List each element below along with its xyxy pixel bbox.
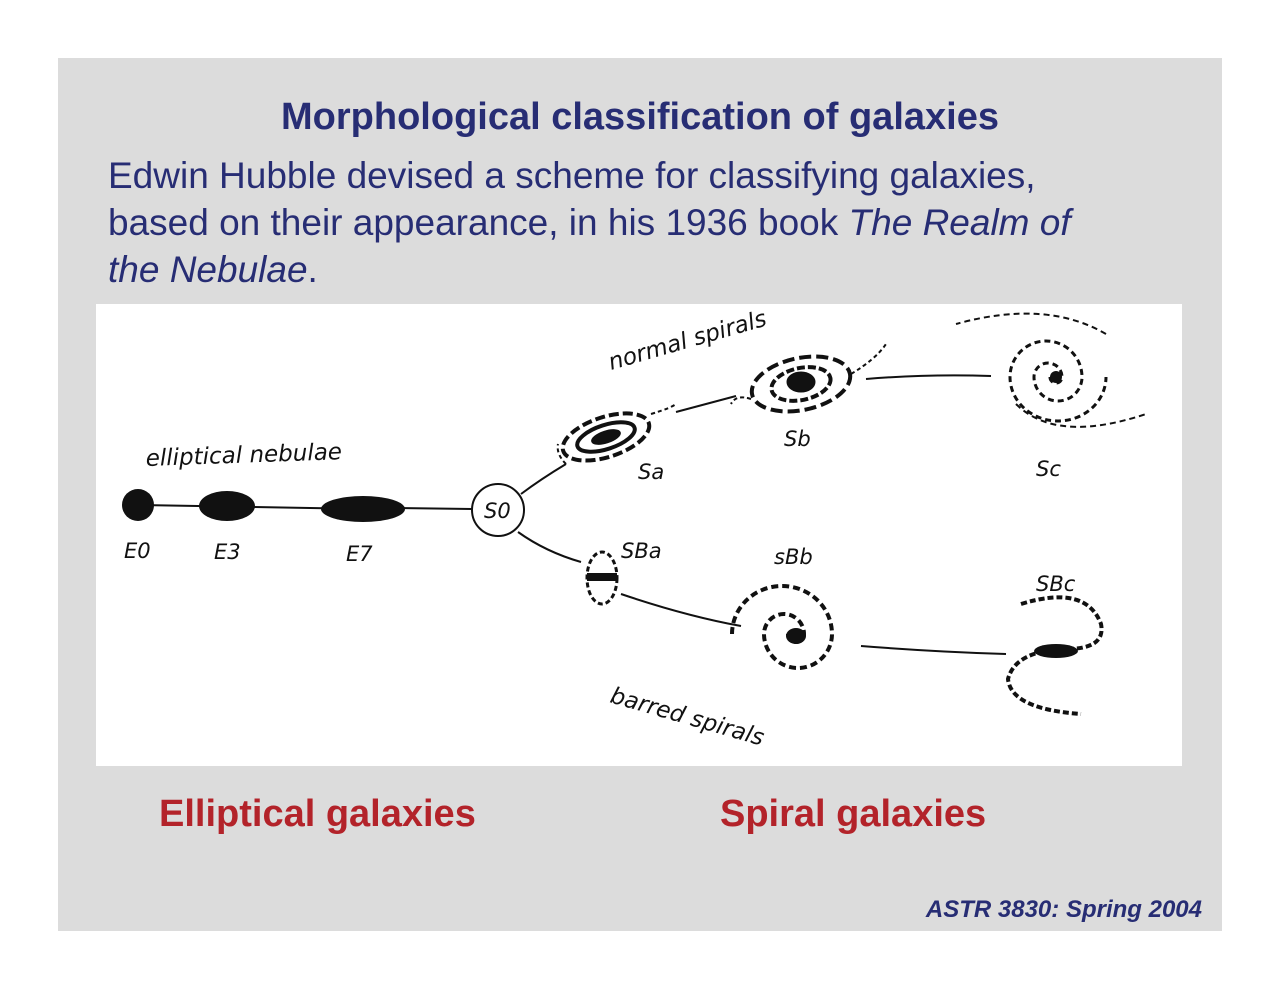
- sbc-label: SBc: [1036, 572, 1076, 596]
- s0-circle-icon: [471, 483, 525, 537]
- intro-period: .: [307, 249, 318, 290]
- sbb-galaxy-icon: [730, 584, 835, 670]
- e0-galaxy-icon: [122, 489, 154, 521]
- e0-label: E0: [124, 539, 151, 563]
- s0-label: S0: [484, 499, 511, 523]
- spiral-galaxies-caption: Spiral galaxies: [720, 793, 987, 835]
- elliptical-nebulae-heading: elliptical nebulae: [145, 439, 342, 472]
- intro-text: Edwin Hubble devised a scheme for classi…: [108, 152, 1118, 293]
- slide-title: Morphological classification of galaxies: [281, 96, 999, 138]
- sa-label: Sa: [638, 460, 664, 484]
- book-title: The Realm of the Nebulae: [108, 202, 1071, 290]
- sbb-label: sBb: [774, 545, 813, 569]
- intro-sentence: Edwin Hubble devised a scheme for classi…: [108, 155, 1036, 243]
- sba-galaxy-icon: [585, 550, 619, 606]
- sb-galaxy-icon: [730, 343, 887, 414]
- e3-label: E3: [214, 540, 241, 564]
- hubble-tuning-fork-diagram: elliptical nebulae normal spirals barred…: [96, 304, 1182, 766]
- sc-label: Sc: [1036, 457, 1061, 481]
- barred-spirals-heading: barred spirals: [607, 683, 767, 752]
- slide: Morphological classification of galaxies…: [58, 58, 1222, 931]
- e3-galaxy-icon: [199, 491, 255, 521]
- connector-lines: [139, 374, 1007, 655]
- sa-galaxy-icon: [556, 403, 677, 465]
- normal-spirals-heading: normal spirals: [605, 306, 769, 376]
- elliptical-galaxies-caption: Elliptical galaxies: [159, 793, 476, 835]
- sba-label: SBa: [621, 539, 662, 563]
- e7-label: E7: [346, 542, 373, 566]
- course-footer: ASTR 3830: Spring 2004: [925, 896, 1202, 923]
- e7-galaxy-icon: [321, 496, 405, 522]
- sc-galaxy-icon: [955, 312, 1147, 428]
- sbc-galaxy-icon: [1005, 595, 1104, 716]
- sb-label: Sb: [784, 427, 811, 451]
